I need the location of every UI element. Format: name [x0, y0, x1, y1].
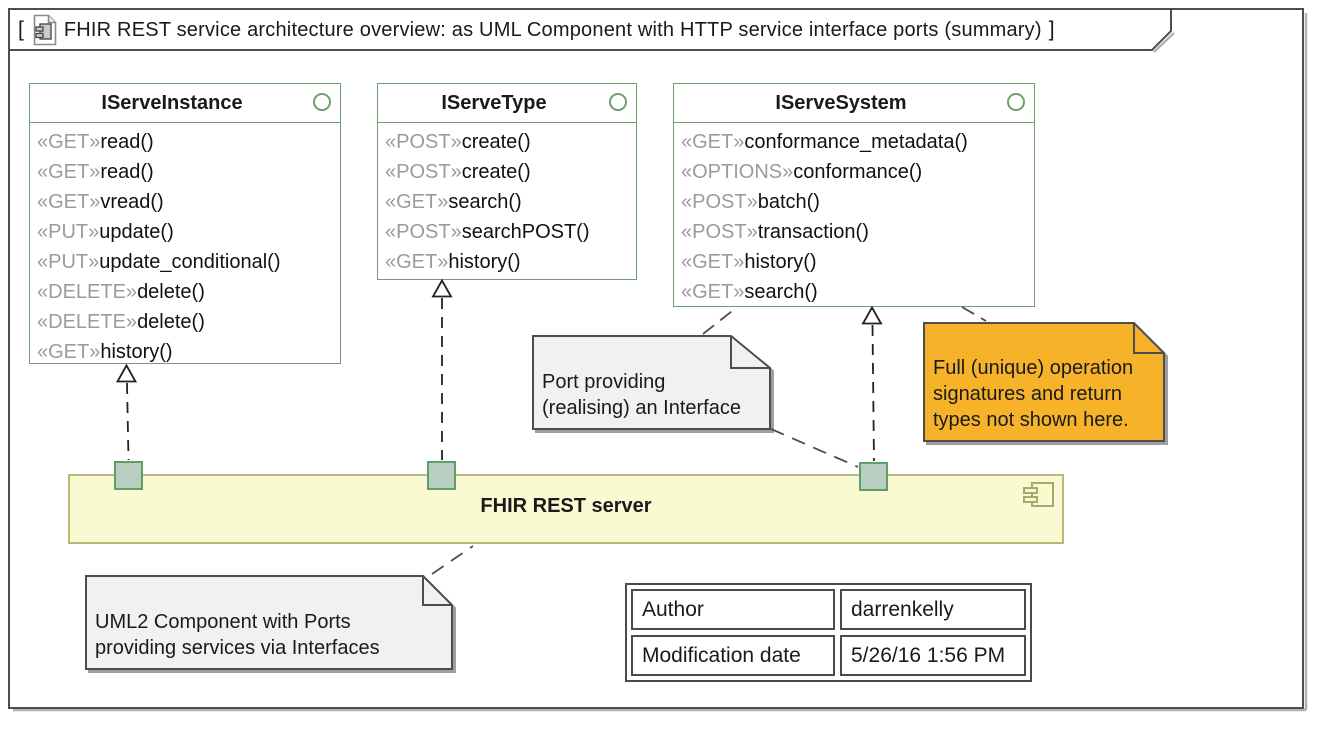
diagram-title-area: [ FHIR REST service architecture overvie…: [18, 11, 1055, 49]
diagram-title: FHIR REST service architecture overview:…: [63, 18, 1042, 41]
interface-iservetype[interactable]: IServeType «POST»create() «POST»create()…: [377, 83, 637, 280]
title-close-bracket: ]: [1048, 18, 1055, 41]
interface-iserveinstance[interactable]: IServeInstance «GET»read() «GET»read() «…: [29, 83, 341, 364]
table-value-author: darrenkelly: [840, 589, 1026, 630]
title-open-bracket: [: [18, 18, 24, 41]
interface-header[interactable]: IServeType: [378, 84, 636, 123]
tab-shadow: [1153, 32, 1175, 53]
interface-circle-icon: [1007, 93, 1025, 111]
anchor-componentnote-to-component[interactable]: [431, 545, 474, 575]
table-value-modification-date: 5/26/16 1:56 PM: [840, 635, 1026, 676]
operation[interactable]: «PUT»update_conditional(): [37, 251, 281, 273]
operation[interactable]: «GET»history(): [385, 251, 521, 273]
note-signatures[interactable]: Full (unique) operation signatures and r…: [923, 322, 1165, 442]
table-label-author: Author: [631, 589, 835, 630]
interface-name: IServeInstance: [101, 91, 243, 114]
operation[interactable]: «GET»read(): [37, 161, 154, 183]
operations-list: «GET»read() «GET»read() «GET»vread() «PU…: [30, 123, 340, 367]
anchor-signaturenote-to-iservesystem[interactable]: [961, 306, 987, 322]
table-label-modification-date: Modification date: [631, 635, 835, 676]
operation[interactable]: «PUT»update(): [37, 221, 174, 243]
interface-iservesystem[interactable]: IServeSystem «GET»conformance_metadata()…: [673, 83, 1035, 307]
interface-name: IServeType: [441, 91, 547, 114]
operation[interactable]: «GET»history(): [37, 341, 173, 363]
operations-list: «GET»conformance_metadata() «OPTIONS»con…: [674, 123, 1034, 307]
interface-circle-icon: [313, 93, 331, 111]
note-text: Full (unique) operation signatures and r…: [933, 357, 1134, 431]
properties-table[interactable]: Author darrenkelly Modification date 5/2…: [625, 583, 1032, 682]
note-uml2-component[interactable]: UML2 Component with Ports providing serv…: [85, 575, 453, 670]
interface-header[interactable]: IServeSystem: [674, 84, 1034, 123]
operation[interactable]: «GET»vread(): [37, 191, 164, 213]
interface-header[interactable]: IServeInstance: [30, 84, 340, 123]
anchor-portnote-to-port[interactable]: [770, 428, 859, 468]
operation[interactable]: «GET»search(): [681, 281, 818, 303]
port-iserveinstance[interactable]: [114, 461, 143, 490]
interface-name: IServeSystem: [775, 91, 907, 114]
operation[interactable]: «POST»batch(): [681, 191, 820, 213]
port-iservesystem[interactable]: [859, 462, 888, 491]
operation[interactable]: «POST»transaction(): [681, 221, 869, 243]
operation[interactable]: «GET»search(): [385, 191, 522, 213]
component-fhir-rest-server[interactable]: FHIR REST server: [68, 474, 1064, 544]
operation[interactable]: «POST»create(): [385, 161, 531, 183]
note-port-providing[interactable]: Port providing (realising) an Interface: [532, 335, 771, 430]
realization-arrowhead-iserveinstance: [115, 363, 138, 383]
note-text: Port providing (realising) an Interface: [542, 371, 741, 419]
component-icon: [1023, 482, 1054, 507]
operation[interactable]: «POST»searchPOST(): [385, 221, 590, 243]
note-text: UML2 Component with Ports providing serv…: [95, 611, 380, 659]
realization-iserveinstance[interactable]: [126, 382, 130, 461]
component-name: FHIR REST server: [480, 494, 652, 517]
interface-circle-icon: [609, 93, 627, 111]
realization-iservesystem[interactable]: [871, 324, 875, 462]
operations-list: «POST»create() «POST»create() «GET»searc…: [378, 123, 636, 277]
operation[interactable]: «GET»conformance_metadata(): [681, 131, 968, 153]
operation[interactable]: «GET»history(): [681, 251, 817, 273]
realization-arrowhead-iservesystem: [861, 305, 883, 325]
realization-arrowhead-iservetype: [431, 278, 453, 298]
operation[interactable]: «DELETE»delete(): [37, 311, 205, 333]
operation[interactable]: «POST»create(): [385, 131, 531, 153]
operation[interactable]: «GET»read(): [37, 131, 154, 153]
port-iservetype[interactable]: [427, 461, 456, 490]
anchor-portnote-to-iservesystem[interactable]: [702, 307, 737, 335]
operation[interactable]: «DELETE»delete(): [37, 281, 205, 303]
operation[interactable]: «OPTIONS»conformance(): [681, 161, 923, 183]
component-diagram-icon: [33, 14, 57, 46]
